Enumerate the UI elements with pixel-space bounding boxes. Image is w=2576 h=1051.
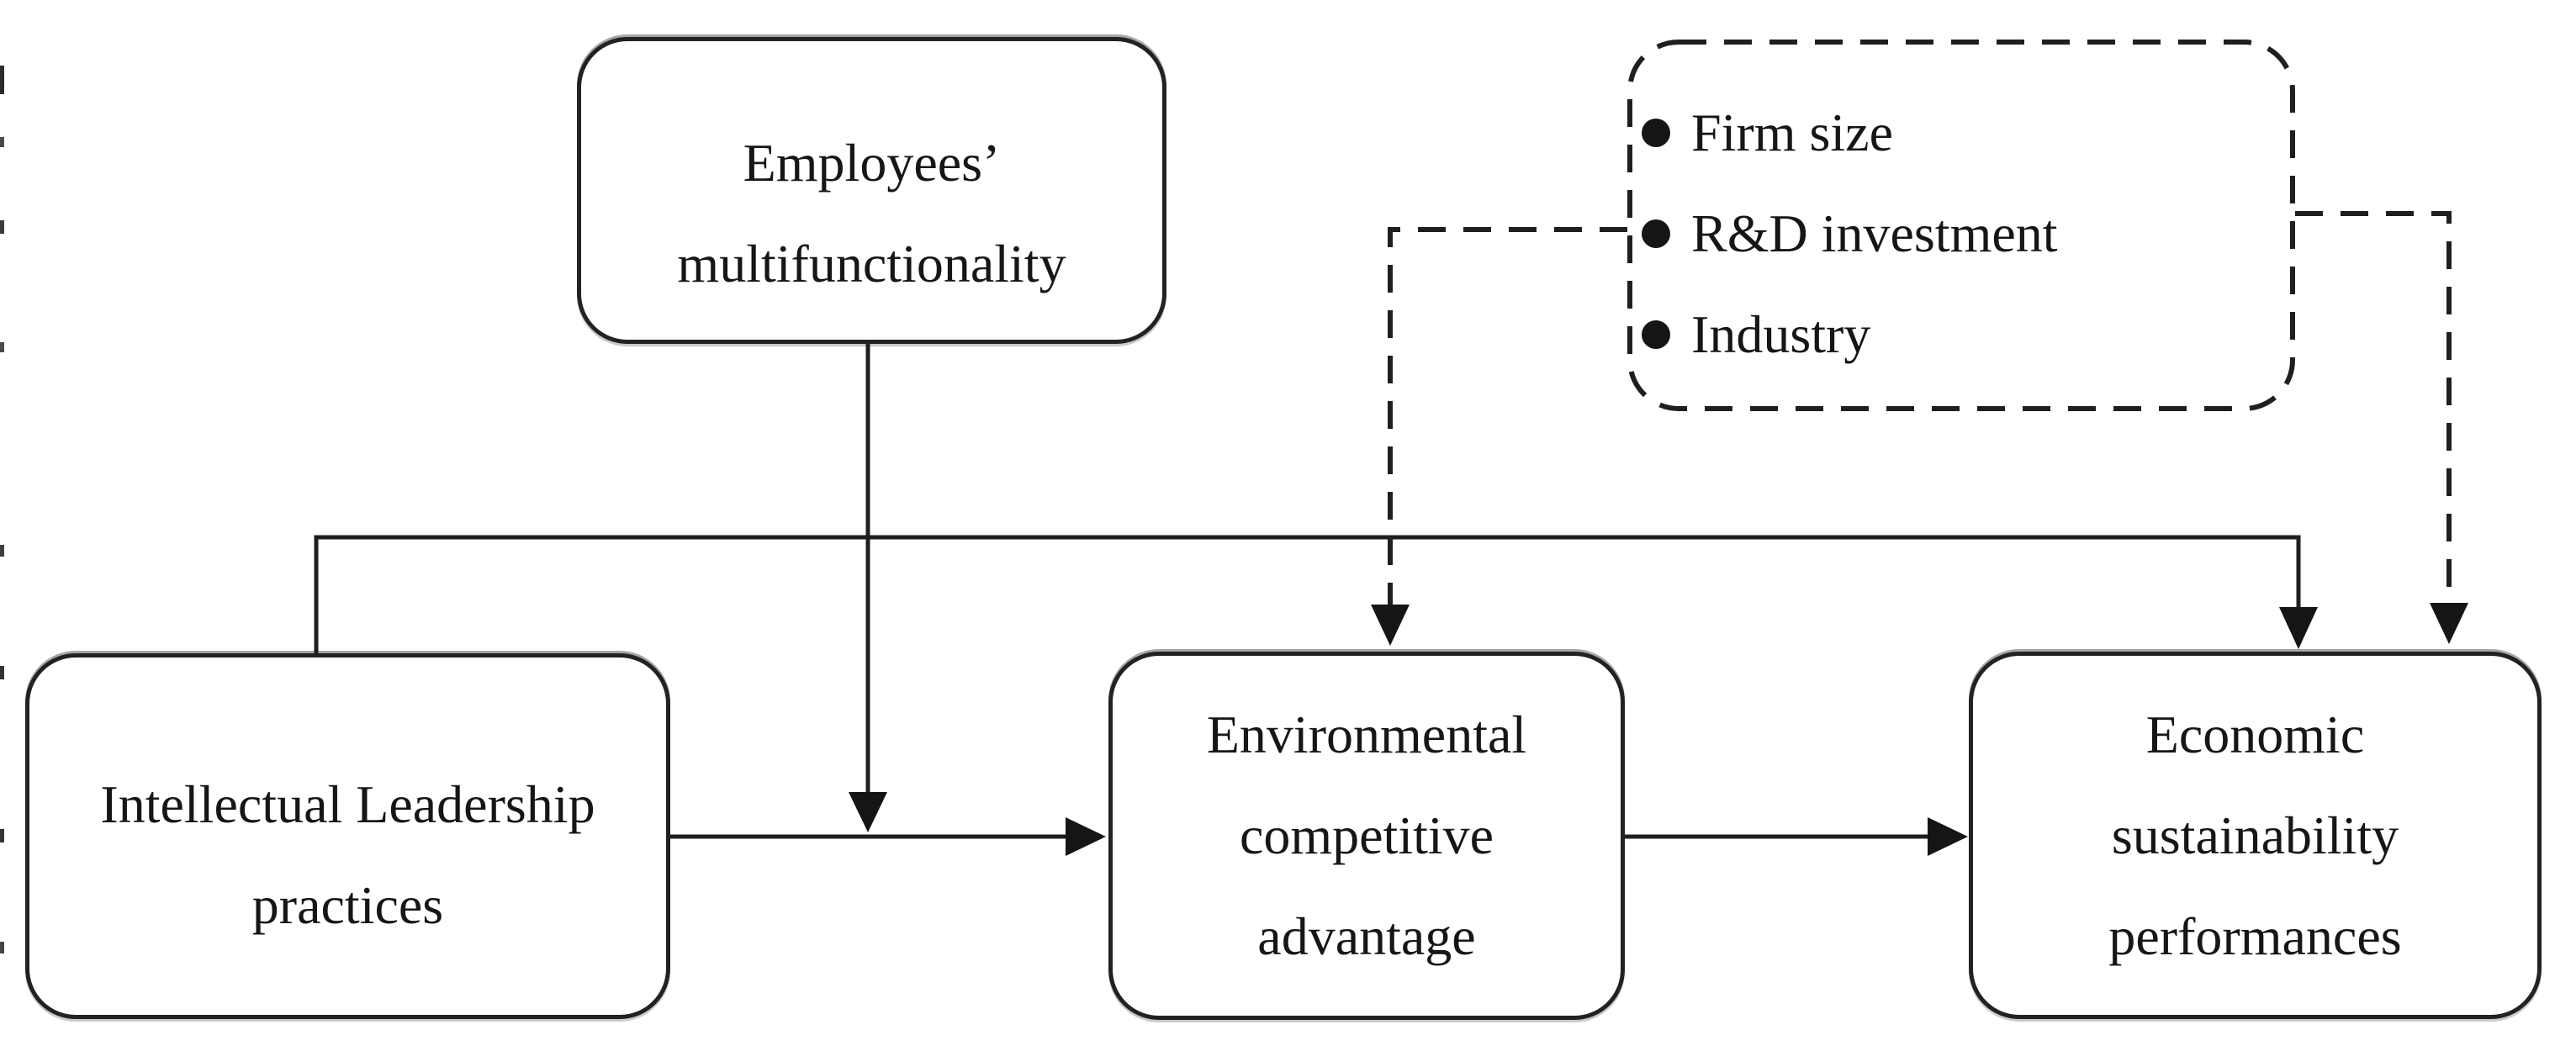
edge-mark — [0, 342, 4, 352]
arrowhead-down-icon — [1371, 605, 1410, 646]
edge-mark — [0, 942, 4, 953]
node-label-line: performances — [2108, 906, 2402, 966]
bullet-icon — [1642, 119, 1670, 147]
arrowhead-right-icon — [1928, 817, 1968, 856]
arrowhead-down-icon — [2430, 603, 2468, 644]
control-variable-label: Industry — [1691, 304, 1871, 364]
bullet-icon — [1642, 320, 1670, 349]
control-variable-label: Firm size — [1691, 103, 1893, 162]
edge-line — [314, 535, 2301, 653]
node-environmental-competitive-advantage: Environmental competitive advantage — [1108, 652, 1625, 1020]
node-label-line: Economic — [2145, 704, 2365, 764]
control-variable-label: R&D investment — [1691, 203, 2058, 263]
edge-controls-to-environmental — [1371, 227, 1627, 646]
edge-line — [2295, 211, 2452, 605]
arrowhead-down-icon — [2279, 607, 2318, 649]
bullet-icon — [1642, 219, 1670, 248]
edge-environmental-to-economic — [1625, 817, 1968, 856]
node-label-line: advantage — [1257, 906, 1476, 966]
node-label-line: competitive — [1239, 805, 1494, 865]
edge-line — [1388, 227, 1627, 606]
node-label-line: sustainability — [2111, 805, 2399, 865]
arrowhead-down-icon — [849, 792, 887, 832]
node-label-line: multifunctionality — [677, 234, 1066, 293]
edge-mark — [0, 666, 4, 679]
edge-employees-moderation — [849, 344, 887, 832]
edge-ilp-to-environmental — [670, 817, 1106, 856]
node-intellectual-leadership-practices: Intellectual Leadership practices — [25, 653, 670, 1019]
node-label-line: Environmental — [1206, 705, 1527, 764]
node-label-line: Intellectual Leadership — [100, 774, 595, 834]
edge-ilp-direct-to-economic — [314, 535, 2318, 653]
edge-mark — [0, 66, 4, 94]
node-economic-sustainability-performances: Economic sustainability performances — [1969, 652, 2542, 1019]
control-variable-item: Firm size — [1642, 82, 2295, 183]
node-employees-multifunctionality: Employees’ multifunctionality — [577, 37, 1166, 344]
edge-mark — [0, 545, 4, 557]
edge-mark — [0, 220, 4, 234]
edge-mark — [0, 829, 4, 842]
edge-controls-to-economic — [2295, 211, 2468, 644]
edge-mark — [0, 137, 4, 147]
arrowhead-right-icon — [1066, 817, 1106, 856]
control-variable-item: R&D investment — [1642, 183, 2295, 284]
node-label-line: practices — [251, 875, 444, 935]
node-control-variables: Firm size R&D investment Industry — [1627, 40, 2295, 411]
control-variable-item: Industry — [1642, 284, 2295, 385]
node-label-line: Employees’ — [743, 133, 1001, 193]
